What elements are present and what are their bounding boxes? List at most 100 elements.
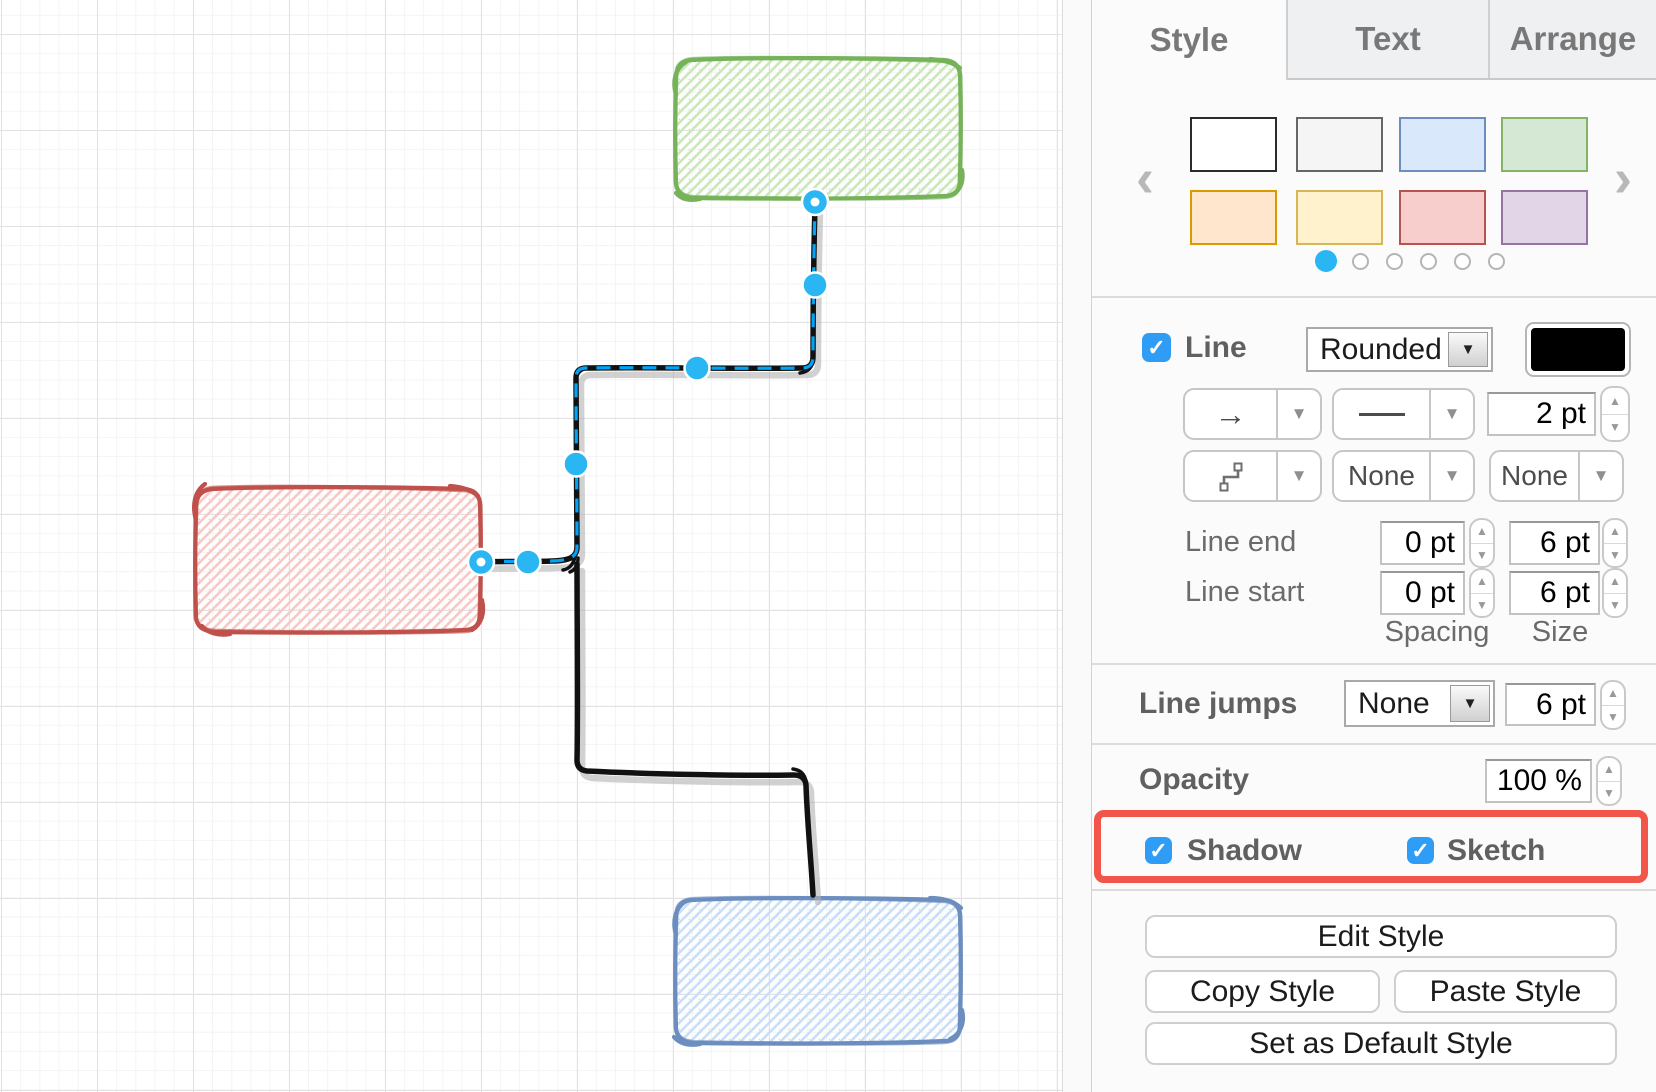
stepper-down-icon[interactable]: ▼ (1609, 420, 1621, 435)
section-divider (1092, 889, 1656, 891)
chevron-down-icon[interactable]: ▼ (1443, 404, 1461, 423)
stepper-down-icon[interactable]: ▼ (1609, 547, 1621, 562)
style-preset-gray[interactable] (1296, 117, 1383, 172)
line-color-button[interactable] (1525, 322, 1631, 377)
line-start-arrow-combo[interactable]: None ▼ (1332, 450, 1475, 502)
tab-arrange[interactable]: Arrange (1490, 0, 1656, 78)
line-style-select[interactable]: Rounded ▼ (1306, 327, 1493, 372)
line-end-size-input[interactable]: 6 pt (1509, 521, 1600, 565)
shadow-sketch-highlight-box (1094, 810, 1648, 883)
section-divider (1092, 663, 1656, 665)
line-end-arrow-combo[interactable]: None ▼ (1489, 450, 1624, 502)
section-divider (1092, 296, 1656, 298)
paste-style-button[interactable]: Paste Style (1394, 970, 1617, 1013)
line-checkbox[interactable]: ✓ (1142, 333, 1171, 362)
line-start-spacing-stepper[interactable]: ▲ ▼ (1469, 568, 1495, 618)
stepper-down-icon[interactable]: ▼ (1476, 597, 1488, 612)
line-jumps-label: Line jumps (1139, 687, 1298, 720)
preset-page-dot-6[interactable] (1487, 252, 1505, 270)
waypoints-combo[interactable]: ▼ (1183, 450, 1322, 502)
stepper-up-icon[interactable]: ▲ (1471, 570, 1493, 594)
preset-page-dot-1[interactable] (1315, 250, 1337, 272)
opacity-stepper[interactable]: ▲ ▼ (1596, 756, 1622, 806)
line-start-size-stepper[interactable]: ▲ ▼ (1602, 568, 1628, 618)
style-preset-grid (1092, 0, 1656, 296)
section-divider (1092, 743, 1656, 745)
preset-page-dot-2[interactable] (1351, 252, 1369, 270)
tab-text[interactable]: Text (1288, 0, 1490, 78)
line-jumps-size-stepper[interactable]: ▲ ▼ (1600, 680, 1626, 730)
chevron-down-icon[interactable]: ▼ (1290, 404, 1308, 423)
preset-page-dot-3[interactable] (1385, 252, 1403, 270)
edge-endpoint-handles[interactable] (466, 187, 830, 577)
spacing-column-label: Spacing (1384, 616, 1490, 648)
green-rectangle[interactable] (672, 55, 965, 202)
red-rectangle[interactable] (192, 481, 486, 637)
line-start-size-input[interactable]: 6 pt (1509, 571, 1600, 615)
format-tabs: Style Text Arrange (1092, 0, 1656, 80)
shadow-label: Shadow (1187, 834, 1303, 867)
shadow-checkbox[interactable]: ✓ (1145, 837, 1172, 864)
stepper-down-icon[interactable]: ▼ (1609, 597, 1621, 612)
style-preset-blue[interactable] (1399, 117, 1486, 172)
tab-style[interactable]: Style (1092, 0, 1288, 80)
style-preset-white[interactable] (1190, 117, 1277, 172)
canvas-scrollbar[interactable] (1062, 0, 1093, 1092)
style-preset-green[interactable] (1501, 117, 1588, 172)
presets-next-icon[interactable]: › (1614, 148, 1632, 208)
line-style-dropdown-icon[interactable]: ▼ (1448, 332, 1488, 367)
selection-dash-overlay (480, 203, 817, 564)
copy-style-button[interactable]: Copy Style (1145, 970, 1380, 1013)
arrow-right-icon: → (1185, 390, 1278, 438)
line-end-label: Line end (1185, 525, 1297, 558)
stepper-down-icon[interactable]: ▼ (1476, 547, 1488, 562)
selected-edge[interactable] (478, 201, 818, 572)
line-jumps-value: None (1358, 686, 1430, 720)
line-width-stepper[interactable]: ▲ ▼ (1600, 386, 1630, 442)
opacity-label: Opacity (1139, 763, 1250, 796)
preset-page-dot-4[interactable] (1419, 252, 1437, 270)
style-preset-red[interactable] (1399, 190, 1486, 245)
lower-edge[interactable] (568, 556, 816, 898)
line-dash-combo[interactable]: ▼ (1332, 388, 1475, 440)
style-preset-purple[interactable] (1501, 190, 1588, 245)
size-column-label: Size (1531, 616, 1589, 648)
blue-rectangle[interactable] (671, 895, 966, 1047)
stepper-down-icon[interactable]: ▼ (1607, 709, 1619, 724)
stepper-up-icon[interactable]: ▲ (1602, 682, 1624, 706)
line-start-arrow-value: None (1334, 452, 1431, 500)
orthogonal-connector-icon (1185, 452, 1278, 500)
line-start-spacing-input[interactable]: 0 pt (1380, 571, 1465, 615)
line-end-spacing-stepper[interactable]: ▲ ▼ (1469, 518, 1495, 568)
stepper-up-icon[interactable]: ▲ (1598, 758, 1620, 782)
set-default-style-button[interactable]: Set as Default Style (1145, 1022, 1617, 1065)
opacity-input[interactable]: 100 % (1485, 759, 1592, 803)
line-jumps-select[interactable]: None ▼ (1344, 680, 1495, 727)
line-jumps-dropdown-icon[interactable]: ▼ (1450, 685, 1490, 722)
connection-arrow-combo[interactable]: → ▼ (1183, 388, 1322, 440)
line-jumps-size-input[interactable]: 6 pt (1505, 683, 1596, 726)
stepper-up-icon[interactable]: ▲ (1471, 520, 1493, 544)
line-end-size-stepper[interactable]: ▲ ▼ (1602, 518, 1628, 568)
style-preset-yellow[interactable] (1296, 190, 1383, 245)
presets-prev-icon[interactable]: ‹ (1136, 148, 1154, 208)
diagram-canvas[interactable] (0, 0, 1062, 1092)
edit-style-button[interactable]: Edit Style (1145, 915, 1617, 958)
sketch-checkbox[interactable]: ✓ (1407, 837, 1434, 864)
style-preset-orange[interactable] (1190, 190, 1277, 245)
stepper-up-icon[interactable]: ▲ (1604, 570, 1626, 594)
solid-line-icon (1334, 390, 1431, 438)
chevron-down-icon[interactable]: ▼ (1290, 466, 1308, 485)
edge-waypoint-handles[interactable] (514, 271, 829, 576)
chevron-down-icon[interactable]: ▼ (1443, 466, 1461, 485)
line-start-label: Line start (1185, 575, 1305, 608)
stepper-down-icon[interactable]: ▼ (1603, 785, 1615, 800)
line-end-spacing-input[interactable]: 0 pt (1380, 521, 1465, 565)
line-width-input[interactable]: 2 pt (1487, 392, 1596, 436)
stepper-up-icon[interactable]: ▲ (1604, 520, 1626, 544)
stepper-up-icon[interactable]: ▲ (1602, 388, 1628, 415)
line-color-swatch (1531, 328, 1625, 371)
preset-page-dot-5[interactable] (1453, 252, 1471, 270)
sketch-label: Sketch (1447, 834, 1546, 867)
chevron-down-icon[interactable]: ▼ (1592, 466, 1610, 485)
